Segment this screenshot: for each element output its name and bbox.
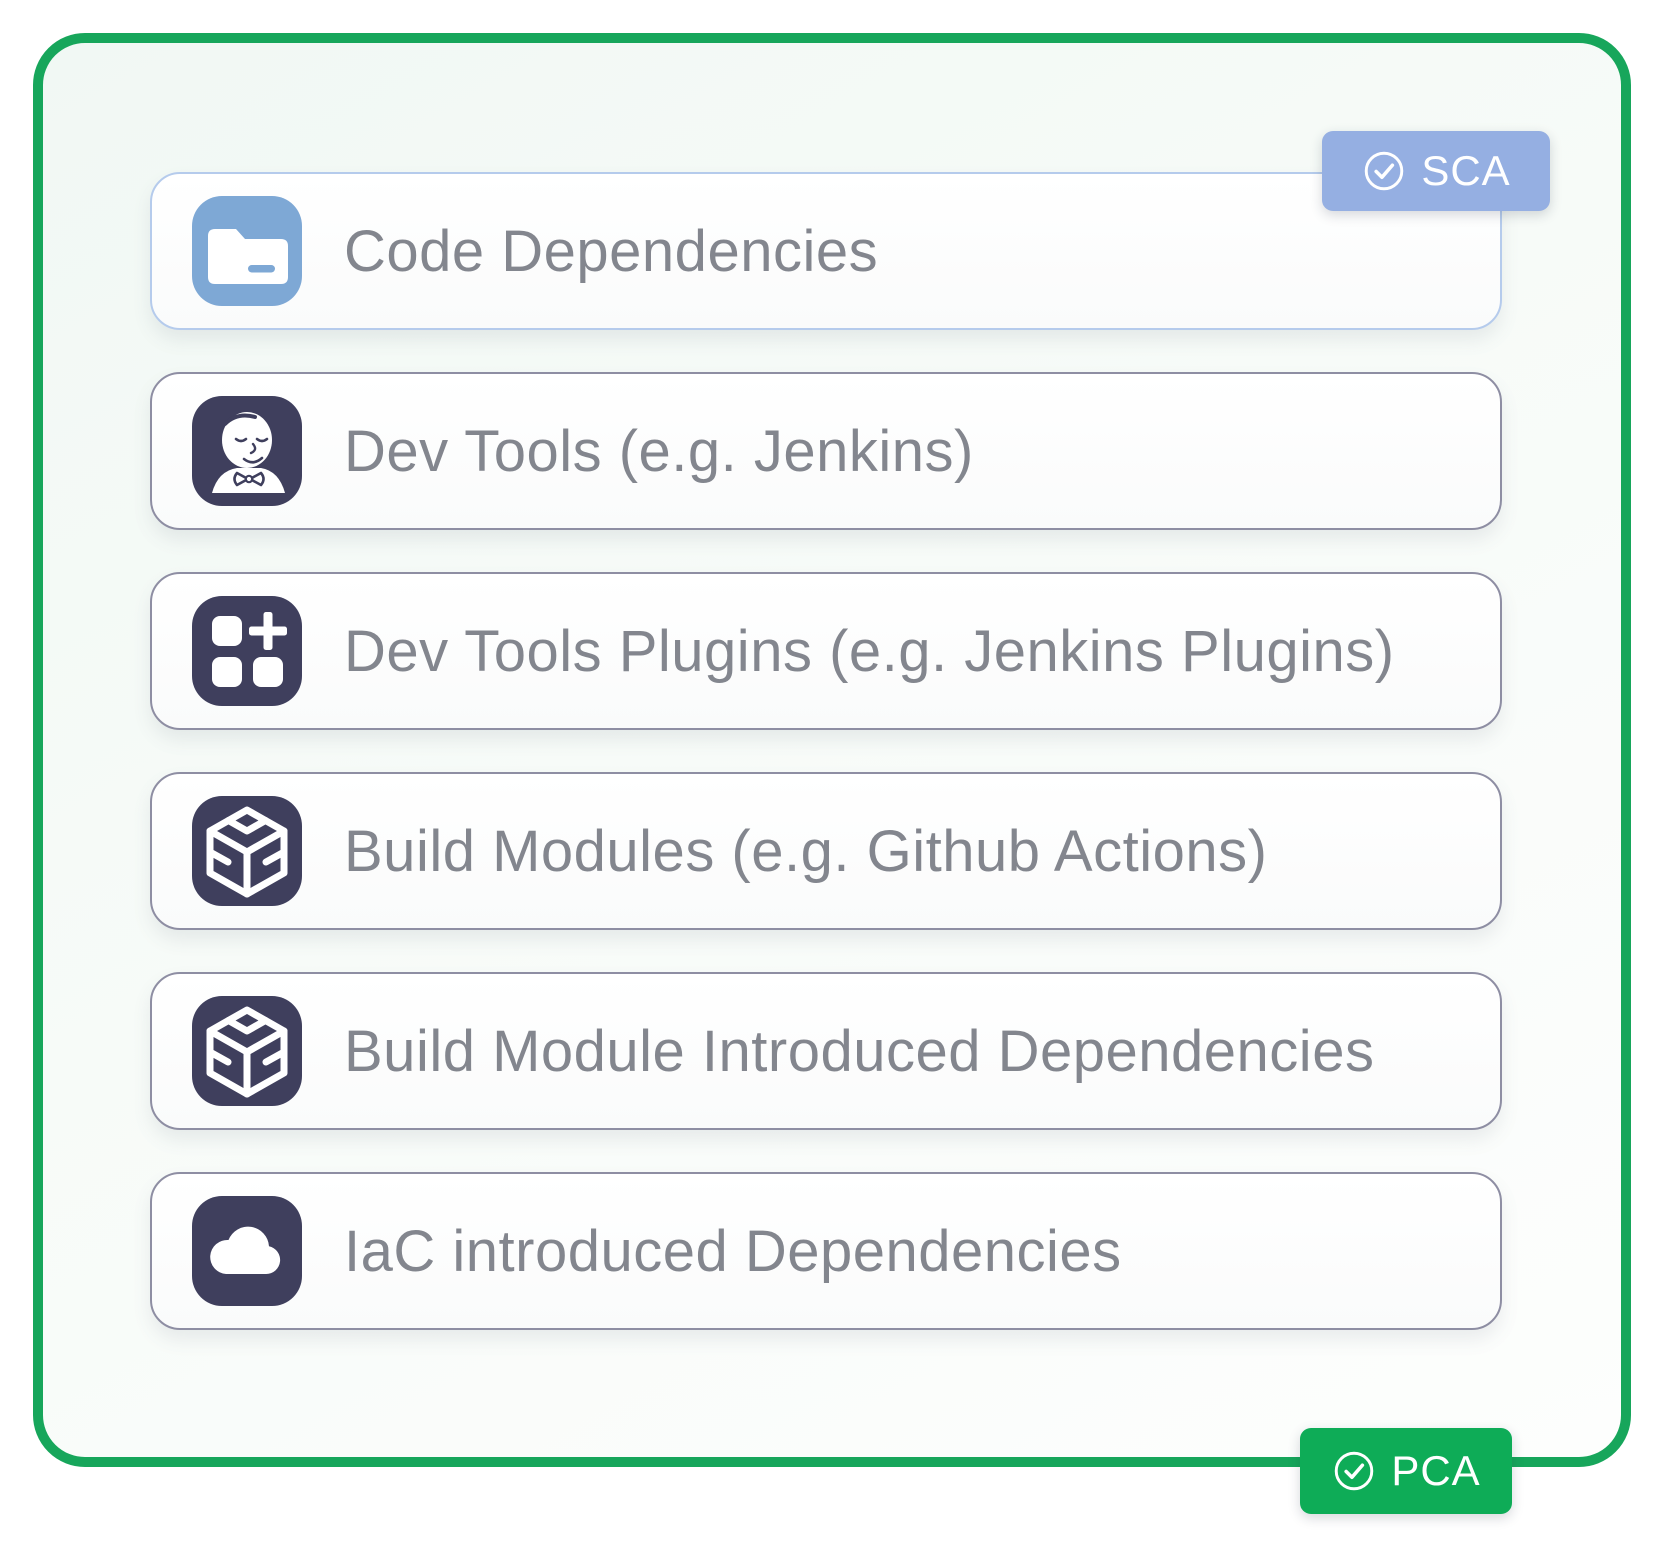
dependency-card-label: IaC introduced Dependencies: [344, 1218, 1122, 1284]
dependency-card: Build Module Introduced Dependencies: [150, 972, 1502, 1130]
dependency-card: Code Dependencies: [150, 172, 1502, 330]
check-circle-icon: [1331, 1448, 1377, 1494]
dependency-card: Dev Tools Plugins (e.g. Jenkins Plugins): [150, 572, 1502, 730]
dependency-card-label: Build Modules (e.g. Github Actions): [344, 818, 1268, 884]
dependency-card: IaC introduced Dependencies: [150, 1172, 1502, 1330]
pca-badge-label: PCA: [1391, 1447, 1481, 1494]
sca-badge-label: SCA: [1421, 147, 1511, 194]
plugins-icon: [192, 596, 302, 706]
module-cube-icon: [192, 796, 302, 906]
folder-minus-icon: [192, 196, 302, 306]
sca-badge: SCA: [1322, 131, 1550, 211]
dependency-card-label: Dev Tools Plugins (e.g. Jenkins Plugins): [344, 618, 1395, 684]
dependency-card-label: Build Module Introduced Dependencies: [344, 1018, 1375, 1084]
dependency-card-label: Code Dependencies: [344, 218, 879, 284]
pca-badge: PCA: [1300, 1428, 1512, 1514]
cloud-icon: [192, 1196, 302, 1306]
module-cube-icon: [192, 996, 302, 1106]
check-circle-icon: [1361, 148, 1407, 194]
dependency-card: Dev Tools (e.g. Jenkins): [150, 372, 1502, 530]
jenkins-butler-icon: [192, 396, 302, 506]
dependency-card-label: Dev Tools (e.g. Jenkins): [344, 418, 974, 484]
dependency-card: Build Modules (e.g. Github Actions): [150, 772, 1502, 930]
